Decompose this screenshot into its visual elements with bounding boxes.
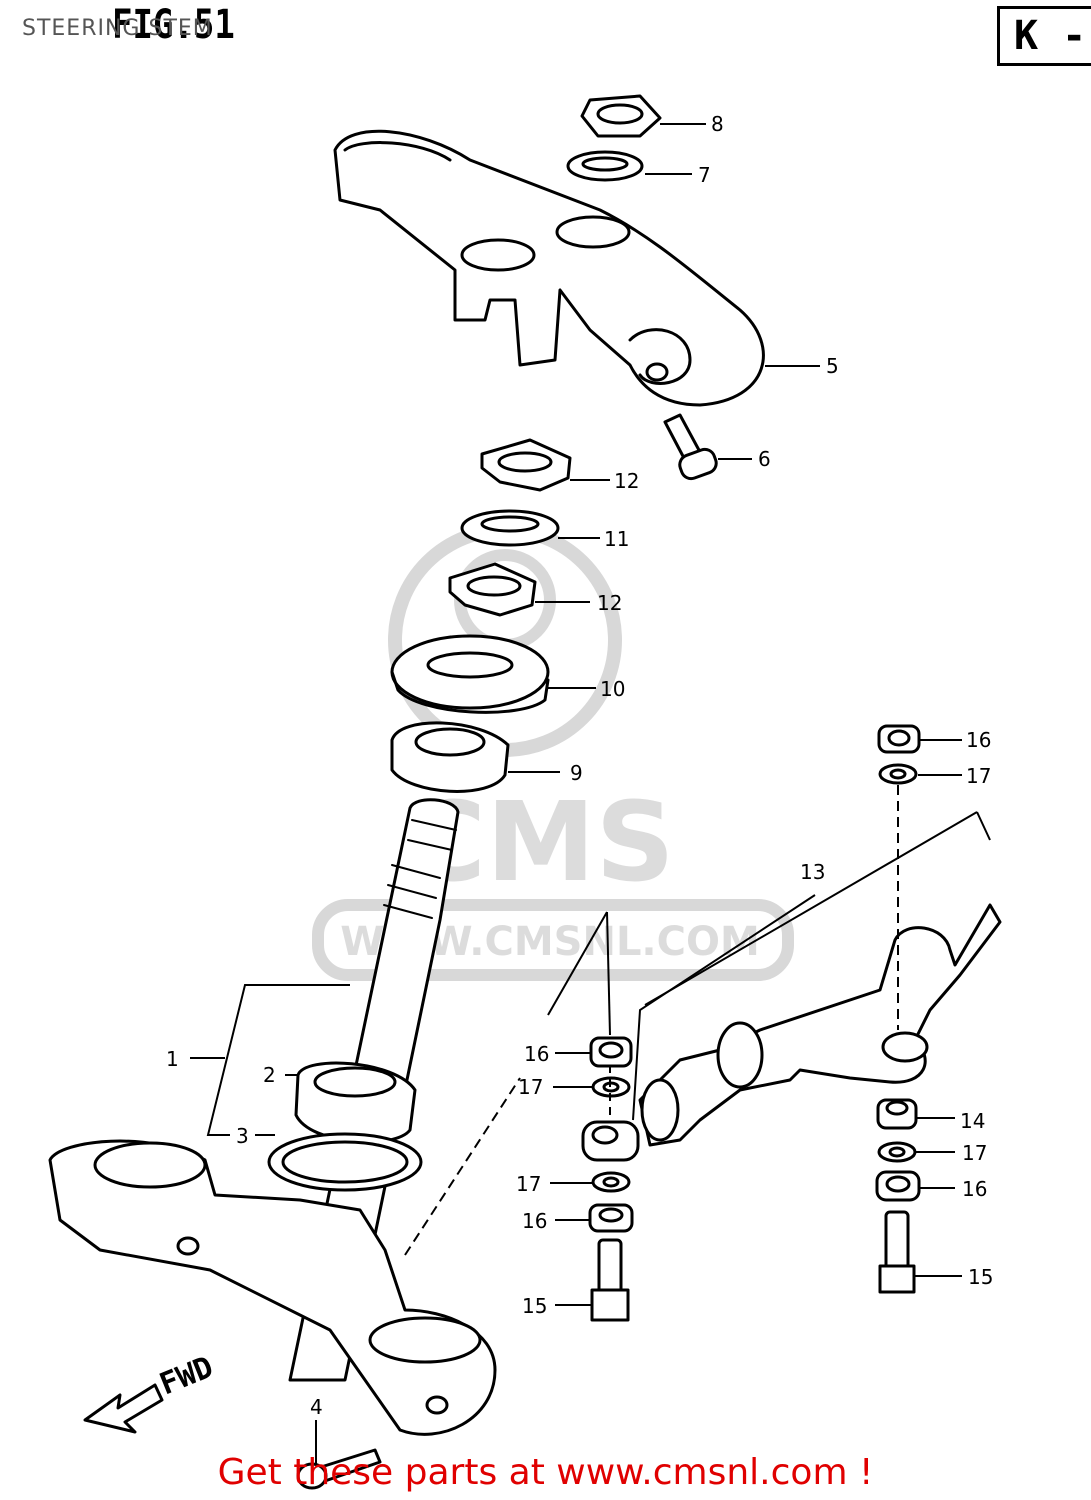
- forward-direction-indicator: FWD: [83, 1350, 218, 1434]
- part-3-seal: [267, 1132, 423, 1192]
- damper-rod-end: [581, 1120, 640, 1162]
- lower-bracket: [48, 1139, 497, 1436]
- callout-15-right: 15: [968, 1265, 993, 1289]
- callout-16-left-bottom: 16: [522, 1209, 547, 1233]
- callout-17-left-bottom: 17: [516, 1172, 541, 1196]
- callout-1: 1: [166, 1047, 179, 1071]
- callout-7: 7: [698, 163, 711, 187]
- figure-title: FIG.51: [112, 2, 235, 48]
- part-6-bolt: [663, 413, 718, 481]
- part-12-locknut-upper: [480, 438, 572, 492]
- callout-17-left-top: 17: [518, 1075, 543, 1099]
- part-11-washer: [460, 509, 560, 547]
- callout-16-right: 16: [962, 1177, 987, 1201]
- part-14-bushing: [876, 1098, 918, 1130]
- page-title: STEERING STEM: [22, 16, 213, 41]
- callout-17-right: 17: [962, 1141, 987, 1165]
- callout-12-upper: 12: [614, 469, 639, 493]
- part-17-washer-top-right: [878, 763, 918, 785]
- callout-6: 6: [758, 447, 771, 471]
- callout-13: 13: [800, 860, 825, 884]
- part-2-bearing-lower: [294, 1061, 417, 1144]
- callout-15-left: 15: [522, 1294, 547, 1318]
- callout-4: 4: [310, 1395, 323, 1419]
- callout-9: 9: [570, 761, 583, 785]
- part-17-washer-left-top: [591, 1076, 631, 1098]
- forward-label: FWD: [155, 1350, 218, 1403]
- watermark: CMS WWW.CMSNL.COM: [312, 523, 794, 981]
- callout-3: 3: [236, 1124, 249, 1148]
- part-17-washer-left-bottom: [591, 1171, 631, 1193]
- callout-11: 11: [604, 527, 629, 551]
- part-15-bolt-left: [590, 1238, 630, 1322]
- forward-arrow-icon: [83, 1383, 164, 1434]
- callout-2: 2: [263, 1063, 276, 1087]
- part-16-bearing-left-bottom: [588, 1203, 634, 1233]
- callout-17-top-right: 17: [966, 764, 991, 788]
- part-16-bearing-right: [875, 1170, 921, 1202]
- callout-12-lower: 12: [597, 591, 622, 615]
- part-10-dust-seal: [390, 634, 550, 714]
- callout-14: 14: [960, 1109, 985, 1133]
- corner-code: K -: [1014, 13, 1087, 59]
- corner-code-box: K -: [997, 6, 1091, 66]
- part-8-nut: [580, 94, 662, 138]
- callout-5: 5: [826, 354, 839, 378]
- part-4-bolt: [296, 1448, 382, 1490]
- part-12-locknut-lower: [448, 562, 537, 617]
- part-5-upper-bracket: [333, 129, 765, 407]
- callout-10: 10: [600, 677, 625, 701]
- part-7-washer: [566, 150, 644, 182]
- callout-16-left-top: 16: [524, 1042, 549, 1066]
- leader-lines: [190, 123, 991, 1465]
- part-16-bearing-top-right: [877, 724, 921, 754]
- callout-8: 8: [711, 112, 724, 136]
- part-17-washer-right: [877, 1141, 917, 1163]
- part-15-bolt-right: [878, 1210, 916, 1294]
- part-16-bearing-left-top: [589, 1036, 633, 1068]
- part-callouts: 8 7 5 6 12 11 12 10 9 1 2 3 4 16 17 13 1…: [166, 112, 993, 1419]
- footer-parts-link[interactable]: Get these parts at www.cmsnl.com !: [217, 1452, 874, 1493]
- callout-16-top-right: 16: [966, 728, 991, 752]
- part-13-steering-damper: [638, 903, 1002, 1147]
- part-9-bearing-upper: [390, 721, 510, 793]
